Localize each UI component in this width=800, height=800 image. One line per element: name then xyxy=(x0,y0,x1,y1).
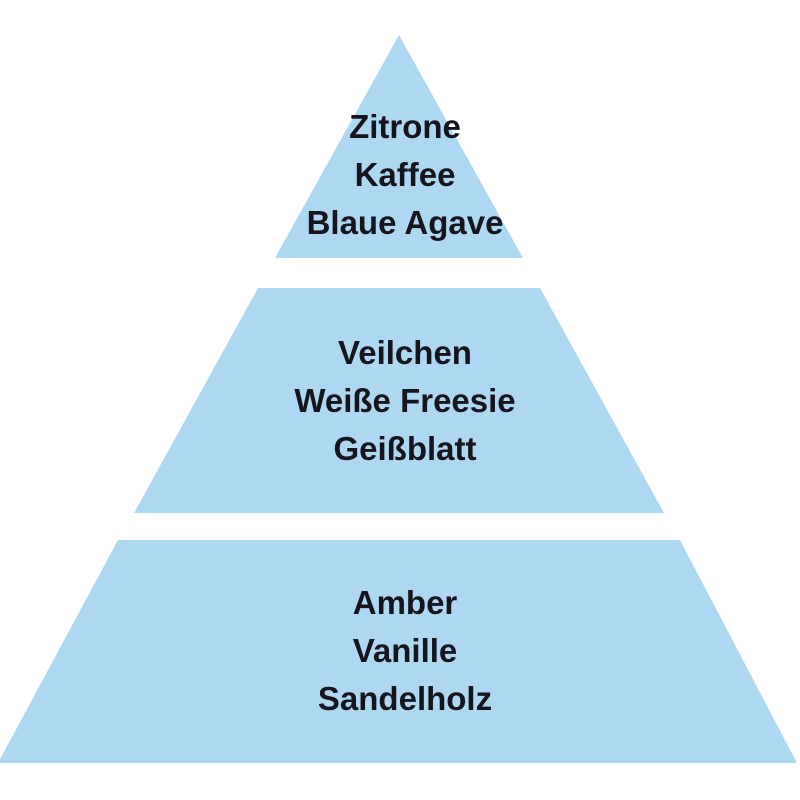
note-label: Amber xyxy=(352,584,458,621)
note-label: Vanille xyxy=(352,632,458,669)
middle-tier-shape xyxy=(134,288,664,513)
note-label: Geißblatt xyxy=(333,430,477,467)
top-notes-labels: Zitrone Kaffee Blaue Agave xyxy=(0,103,800,247)
top-tier-shape xyxy=(275,35,523,258)
note-label: Weiße Freesie xyxy=(294,382,516,419)
base-notes-labels: Amber Vanille Sandelholz xyxy=(0,579,800,723)
note-label: Veilchen xyxy=(338,334,472,371)
note-label: Sandelholz xyxy=(317,680,493,717)
note-label: Blaue Agave xyxy=(306,204,504,241)
heart-notes-labels: Veilchen Weiße Freesie Geißblatt xyxy=(0,329,800,473)
note-label: Zitrone xyxy=(349,108,461,145)
bottom-tier-shape xyxy=(0,540,797,763)
note-label: Kaffee xyxy=(354,156,456,193)
